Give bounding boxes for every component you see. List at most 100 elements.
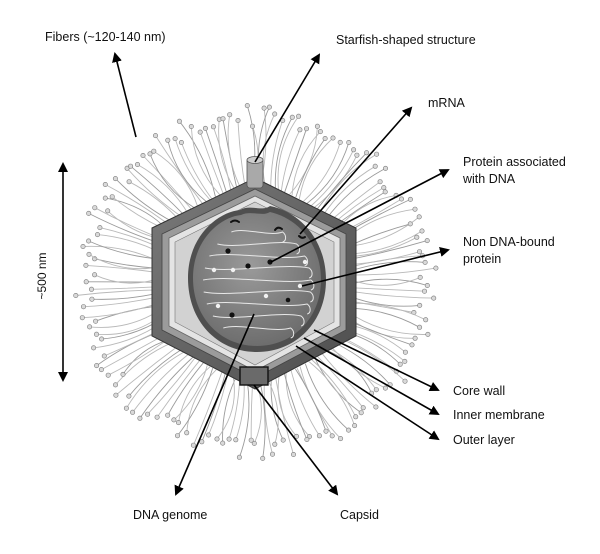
fiber (280, 129, 301, 192)
fiber (349, 261, 426, 272)
fiber (75, 289, 161, 296)
dna-loop (223, 326, 295, 339)
fiber-tip (220, 116, 226, 122)
fiber (91, 286, 161, 290)
fiber-tip (330, 135, 336, 141)
fiber (237, 120, 246, 189)
fiber-tip (353, 414, 359, 420)
fiber-tip (346, 427, 352, 433)
outer-layer-arrow (295, 345, 440, 441)
fiber (208, 373, 229, 436)
fiber-tip (296, 113, 302, 119)
fiber (186, 369, 217, 433)
dna-loop (204, 266, 313, 279)
dna-genome-arrow (174, 313, 255, 496)
fiber-tip (266, 104, 272, 110)
fiber (155, 135, 203, 205)
fiber-tip (323, 428, 329, 434)
fiber (115, 343, 182, 396)
fiber-tip (338, 436, 344, 442)
fiber-tip (226, 436, 232, 442)
fiber (153, 150, 199, 208)
fiber-tip (93, 318, 99, 324)
fiber (204, 128, 227, 193)
fiber-tip (382, 189, 388, 195)
fiber-tip (83, 262, 89, 268)
dna-loop (203, 278, 315, 291)
fiber-tip (178, 140, 184, 146)
fiber-tip (147, 151, 153, 157)
fiber-tip (382, 385, 388, 391)
core (188, 206, 326, 352)
fiber-tip (94, 331, 100, 337)
fiber (177, 367, 214, 436)
fiber (284, 128, 307, 193)
free-proteins (211, 259, 308, 309)
dna-proteins (225, 248, 291, 318)
fiber (308, 361, 356, 426)
fiber-tip (402, 378, 408, 384)
fiber (235, 377, 245, 440)
fiber-tip (423, 317, 429, 323)
fiber-tip (297, 127, 303, 133)
fiber-tip (101, 353, 107, 359)
fiber-tip (220, 440, 226, 446)
fiber-tip (244, 103, 250, 109)
fiber (192, 371, 223, 446)
fiber-tip (272, 111, 278, 117)
fiber-tip (130, 409, 136, 415)
fiber-tip (176, 420, 182, 426)
fiber-tip (337, 139, 343, 145)
fibers-arrow (112, 52, 137, 138)
dna-loop (203, 290, 314, 303)
label-non-dna-1: Non DNA-bound (463, 235, 555, 249)
fiber-tip (123, 405, 129, 411)
fiber (149, 153, 197, 210)
fiber-tip (351, 147, 357, 153)
fiber (180, 142, 212, 199)
scale-bar: ~500 nm (35, 162, 68, 382)
fiber-tip (92, 272, 98, 278)
dna-loop (212, 314, 305, 327)
fiber-tip (165, 137, 171, 143)
fiber (323, 348, 373, 394)
fiber-tip (329, 433, 335, 439)
fiber-tip (417, 324, 423, 330)
fiber (291, 131, 321, 196)
fiber-tip (412, 206, 418, 212)
fiber-tip (105, 372, 111, 378)
fiber-tip (402, 349, 408, 355)
fiber-tip (206, 432, 212, 438)
fiber (313, 155, 358, 209)
dna-loop (206, 302, 311, 315)
fiber-tip (303, 126, 309, 132)
fiber-tip (86, 210, 92, 216)
fiber-tip (83, 279, 89, 285)
fiber-tip (99, 336, 105, 342)
label-fibers: Fibers (~120-140 nm) (45, 30, 166, 44)
fiber (179, 121, 216, 197)
fiber-tip (184, 430, 190, 436)
fiber (311, 359, 357, 418)
fiber-tip (79, 315, 85, 321)
fiber-tip (414, 234, 420, 240)
fiber-tip (137, 415, 143, 421)
fiber-tip (417, 274, 423, 280)
label-dna-genome: DNA genome (133, 508, 207, 522)
fiber (349, 276, 421, 286)
fiber-tip (373, 404, 379, 410)
fiber-tip (289, 114, 295, 120)
fiber (299, 366, 341, 439)
fiber-tip (86, 238, 92, 244)
scale-label: ~500 nm (35, 252, 49, 299)
fiber (322, 165, 376, 217)
fiber-tip (80, 244, 86, 250)
fiber (132, 352, 191, 413)
fiber-tip (377, 179, 383, 185)
fiber (216, 375, 235, 440)
fiber-tip (140, 153, 146, 159)
fiber-tip (424, 282, 430, 288)
fiber-tip (145, 411, 151, 417)
fiber (306, 142, 350, 204)
fiber-tip (398, 196, 404, 202)
